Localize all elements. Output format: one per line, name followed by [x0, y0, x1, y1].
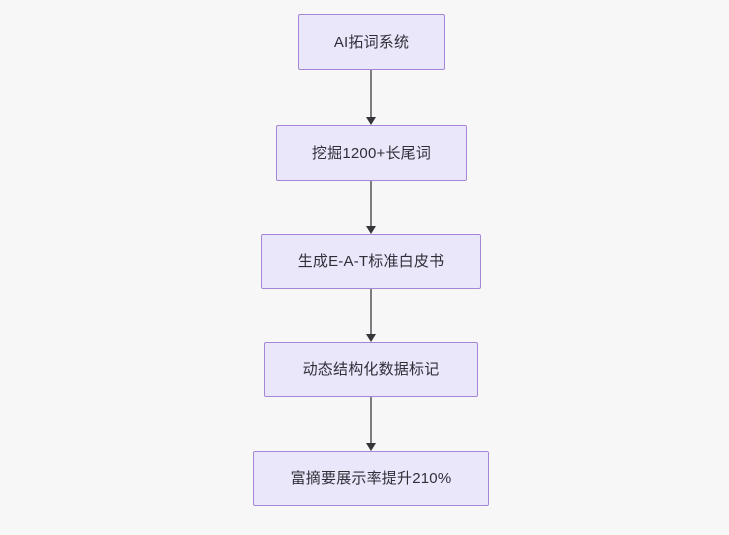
flow-node-label: 动态结构化数据标记 [302, 361, 440, 378]
arrowhead-down-icon [366, 226, 376, 234]
flow-node-label: 生成E-A-T标准白皮书 [297, 253, 445, 270]
edge-line [370, 181, 372, 226]
arrowhead-down-icon [366, 334, 376, 342]
flow-node-rich-snippet-impression-lift[interactable]: 富摘要展示率提升210% [253, 451, 489, 506]
edge-line [370, 289, 372, 334]
flow-node-generate-eat-whitepaper[interactable]: 生成E-A-T标准白皮书 [261, 234, 481, 289]
flow-node-label: AI拓词系统 [333, 33, 410, 51]
flow-node-label: 富摘要展示率提升210% [290, 470, 452, 487]
flow-node-mine-longtail-keywords[interactable]: 挖掘1200+长尾词 [276, 125, 467, 181]
arrowhead-down-icon [366, 117, 376, 125]
arrowhead-down-icon [366, 443, 376, 451]
edge-line [370, 397, 372, 443]
flow-node-ai-keyword-expansion-system[interactable]: AI拓词系统 [298, 14, 445, 70]
edge-line [370, 70, 372, 117]
flow-node-label: 挖掘1200+长尾词 [311, 144, 432, 162]
flow-node-dynamic-structured-data-markup[interactable]: 动态结构化数据标记 [264, 342, 478, 397]
